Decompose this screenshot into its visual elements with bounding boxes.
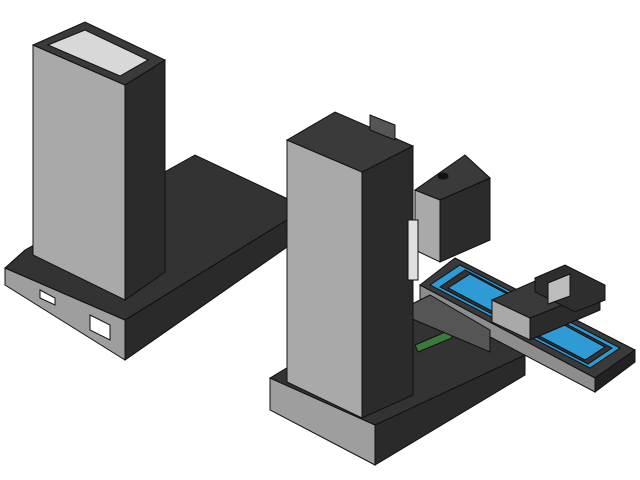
left-column-right <box>124 59 166 301</box>
right-column-top <box>285 111 415 173</box>
vise <box>490 264 606 341</box>
left-column-assembly <box>4 21 291 361</box>
left-base-notch-2 <box>89 314 111 341</box>
vise-jaw-face <box>547 273 571 305</box>
right-column-side <box>361 145 414 419</box>
motor-shaft-hole <box>437 172 449 180</box>
right-column-front <box>286 139 363 419</box>
green-cable <box>414 329 453 353</box>
left-column-front <box>32 44 126 301</box>
motor-housing <box>413 154 491 263</box>
motor-front <box>414 189 441 263</box>
column-bracket <box>369 114 396 141</box>
right-column-assembly <box>268 111 636 466</box>
left-column-hollow <box>46 29 150 77</box>
slide-bed-right <box>594 349 636 393</box>
motor-top <box>413 154 491 201</box>
column-slot <box>407 219 419 281</box>
left-base-notch <box>39 289 56 306</box>
